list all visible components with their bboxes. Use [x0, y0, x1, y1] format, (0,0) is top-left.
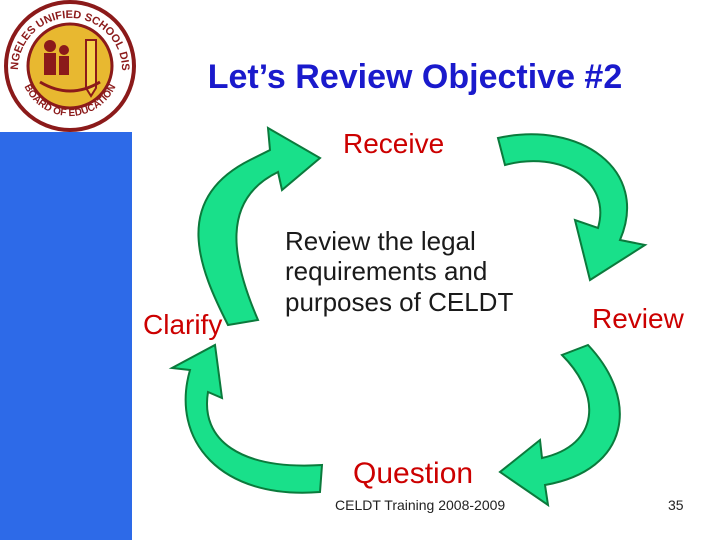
- cycle-label-clarify: Clarify: [143, 309, 223, 340]
- slide-title: Let’s Review Objective #2: [207, 58, 623, 96]
- arrow-review-to-question-icon: [498, 343, 621, 508]
- district-seal-logo: LOS ANGELES UNIFIED SCHOOL DISTRICT BOAR…: [0, 0, 136, 132]
- objective-text: Review the legal requirements and purpos…: [285, 226, 514, 317]
- cycle-label-review: Review: [592, 303, 684, 334]
- cycle-label-question: Question: [353, 457, 474, 490]
- slide-page-number: 35: [668, 497, 684, 513]
- arrow-clarify-to-receive-icon: [197, 126, 322, 327]
- arrow-receive-to-review-icon: [496, 133, 648, 282]
- cycle-label-receive: Receive: [343, 128, 445, 159]
- left-blue-bar: [0, 132, 132, 540]
- slide-footer: CELDT Training 2008-2009: [335, 497, 506, 513]
- arrow-question-to-clarify-icon: [168, 343, 324, 494]
